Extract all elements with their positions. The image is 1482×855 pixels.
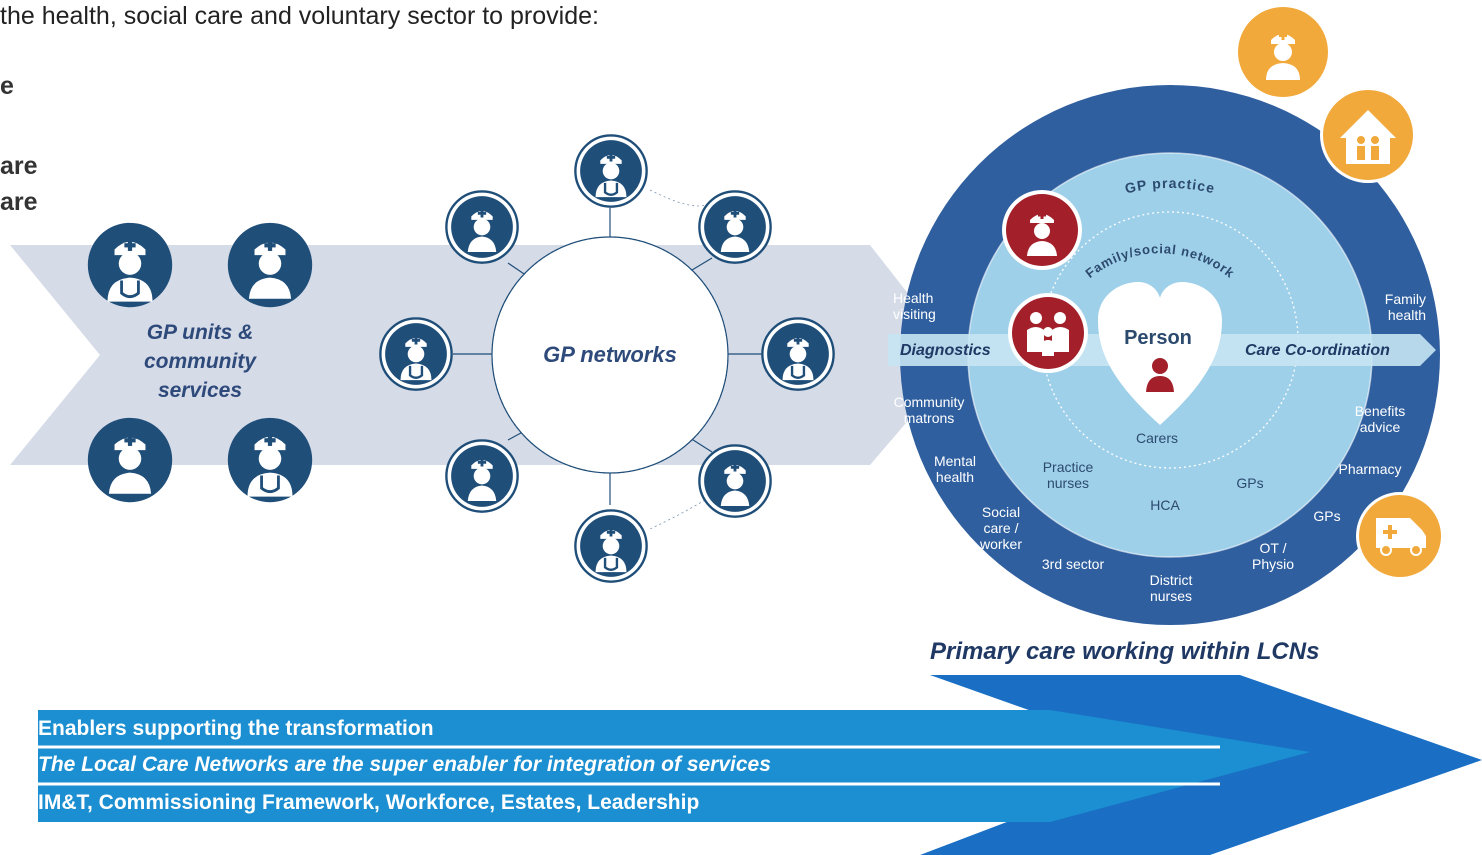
hca-label: HCA (1150, 497, 1180, 513)
hub-dotted-ring (491, 236, 729, 474)
label-line: matrons (903, 410, 955, 426)
partial-text-1: e (0, 72, 14, 100)
benefits-advice-label: Benefits advice (1345, 403, 1415, 435)
nurse-icon (87, 417, 173, 503)
label-line: visiting (893, 306, 936, 322)
family-health-label: Family health (1356, 291, 1426, 323)
community-matrons-label: Community matrons (886, 394, 972, 426)
carers-label: Carers (1135, 430, 1178, 446)
label-line: Physio (1251, 556, 1295, 572)
stage1-label: GP units & community services (120, 318, 280, 405)
label-line: health (935, 469, 975, 485)
label-line: health (1387, 307, 1426, 323)
heart-shape (1098, 282, 1222, 425)
nurse-icon (445, 190, 519, 264)
enabler-arrow-front (38, 710, 1310, 822)
enabler-line-3: IM&T, Commissioning Framework, Workforce… (38, 791, 700, 814)
pharmacy-label: Pharmacy (1338, 461, 1402, 477)
label-line: Community (893, 394, 965, 410)
stage1-line: community (143, 350, 256, 373)
ot-physio-label: OT / Physio (1240, 540, 1306, 572)
district-nurses-label: District nurses (1136, 572, 1206, 604)
nurse-icon (698, 190, 772, 264)
partial-text-2: are (0, 152, 38, 180)
network-dotted-links (647, 189, 706, 531)
doctor-icon (226, 416, 314, 504)
gp-networks-label: GP networks (543, 342, 677, 367)
doctor-icon (379, 317, 453, 391)
nurse-icon (445, 439, 519, 513)
doctor-icon (86, 221, 174, 309)
label-line: Health (893, 290, 934, 306)
label-line: care / (983, 520, 1019, 536)
intro-text: the health, social care and voluntary se… (0, 2, 599, 30)
third-sector-label: 3rd sector (1041, 556, 1105, 572)
diagnostics-label: Diagnostics (900, 342, 991, 359)
family-icon (1008, 293, 1088, 373)
doctor-icon (574, 509, 648, 583)
nurse-icon (1002, 190, 1082, 270)
person-label: Person (1124, 327, 1192, 349)
gps-inner-label: GPs (1236, 475, 1264, 491)
nurse-icon (698, 444, 772, 518)
label-line: Mental (933, 453, 977, 469)
enabler-line-1: Enablers supporting the transformation (38, 717, 434, 740)
stage1-line: GP units & (146, 321, 254, 344)
health-visiting-label: Health visiting (893, 290, 963, 322)
doctor-icon (761, 317, 835, 391)
home-icon (1320, 87, 1416, 183)
care-coordination-label: Care Co-ordination (1245, 342, 1390, 359)
label-line: advice (1359, 419, 1401, 435)
social-care-label: Social care / worker (966, 504, 1036, 552)
label-line: OT / (1259, 540, 1287, 556)
label-line: worker (979, 536, 1022, 552)
label-line: Practice (1042, 459, 1094, 475)
label-line: Family (1384, 291, 1426, 307)
label-line: nurses (1046, 475, 1090, 491)
doctor-icon (574, 134, 648, 208)
mental-health-label: Mental health (920, 453, 990, 485)
practice-nurses-label: Practice nurses (1033, 459, 1103, 491)
nurse-icon (227, 222, 313, 308)
gps-outer-label: GPs (1313, 508, 1341, 524)
partial-text-3: are (0, 188, 38, 216)
stage1-line: services (157, 379, 243, 402)
ambulance-icon (1356, 492, 1444, 580)
label-line: nurses (1149, 588, 1193, 604)
person-icon (1146, 358, 1174, 392)
label-line: Benefits (1354, 403, 1406, 419)
label-line: District (1149, 572, 1193, 588)
label-line: Social (981, 504, 1021, 520)
lcn-caption: Primary care working within LCNs (930, 638, 1320, 665)
enabler-line-2: The Local Care Networks are the super en… (38, 753, 771, 776)
doctor-icon (1235, 4, 1331, 100)
